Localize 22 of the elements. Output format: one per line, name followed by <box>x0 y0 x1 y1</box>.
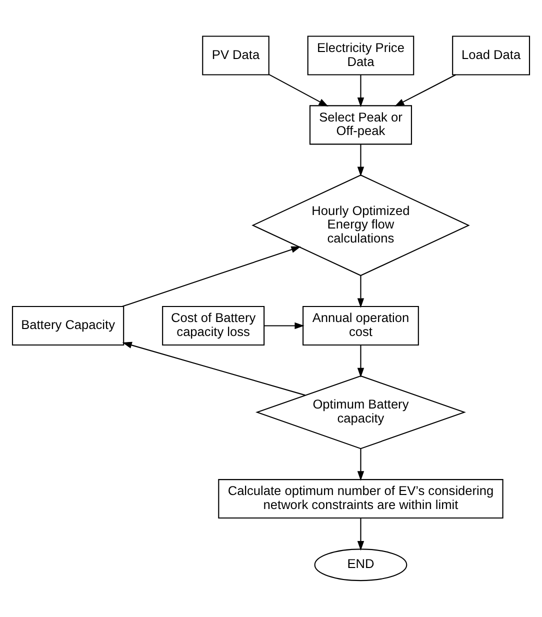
node-box: Battery Capacity <box>12 306 124 346</box>
node-box: Electricity Price Data <box>307 36 414 76</box>
arrow <box>268 74 328 106</box>
node-diamond: Hourly Optimized Energy flow calculations <box>252 174 470 276</box>
node-box: Load Data <box>452 36 530 76</box>
arrow <box>357 345 364 378</box>
node-diamond: Optimum Battery capacity <box>256 375 466 450</box>
arrow <box>394 74 456 106</box>
node-box: Annual operation cost <box>302 306 419 346</box>
arrow <box>357 448 364 481</box>
arrow <box>122 342 306 396</box>
node-box: Calculate optimum number of EV’s considering network constraints are within limit <box>218 479 504 519</box>
arrow <box>357 276 364 308</box>
node-box: Cost of Battery capacity loss <box>162 306 265 346</box>
node-box: Select Peak or Off-peak <box>309 105 412 145</box>
arrow <box>357 518 364 551</box>
node-box: PV Data <box>202 36 270 76</box>
arrow <box>357 144 364 176</box>
node-ellipse: END <box>314 548 408 582</box>
arrow <box>122 246 301 307</box>
arrow <box>264 322 304 330</box>
arrow <box>357 74 364 108</box>
